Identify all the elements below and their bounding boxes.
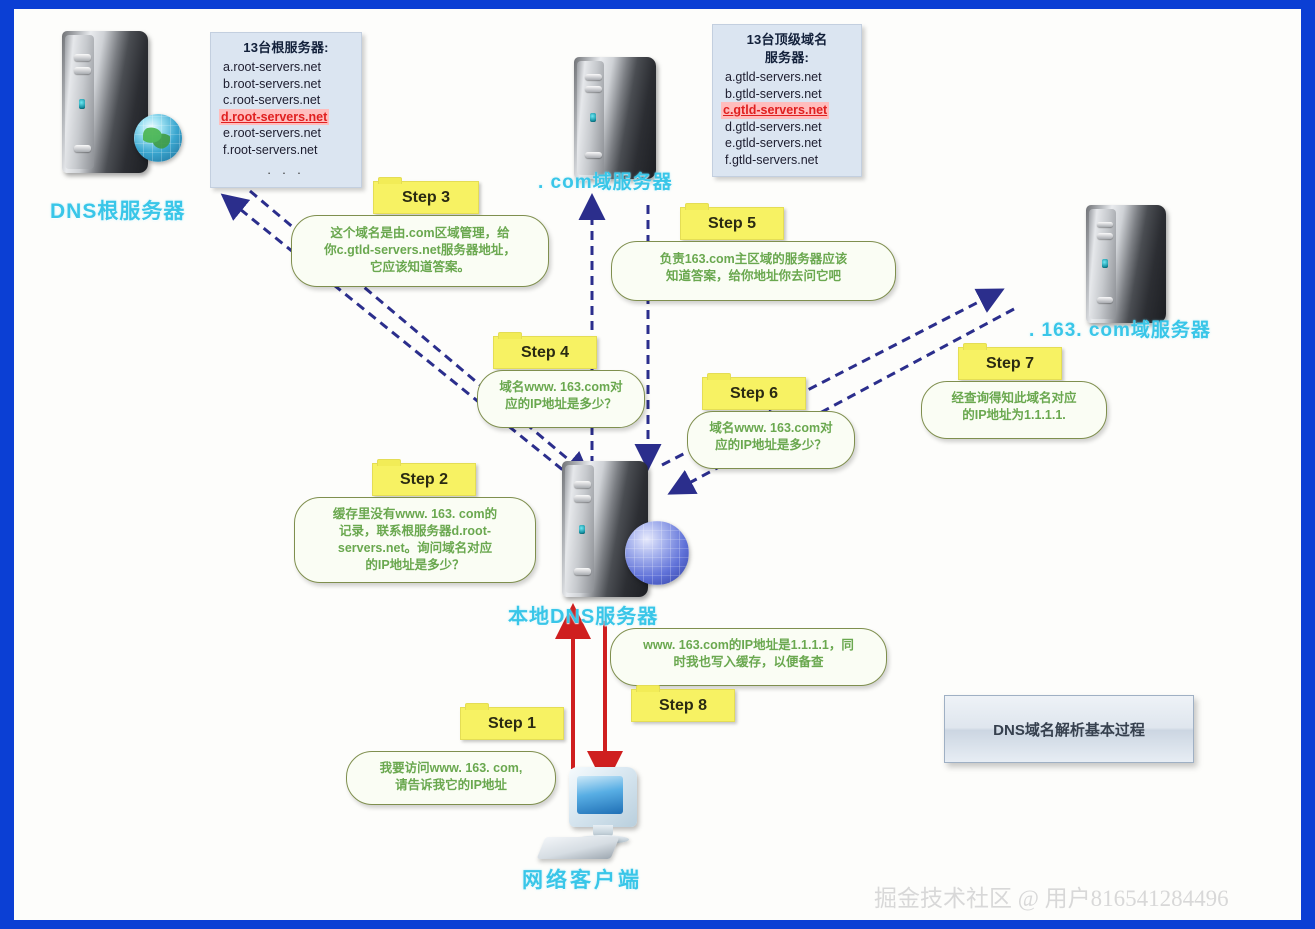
ns163-server-icon <box>1086 205 1166 323</box>
step-tab-8: Step 8 <box>631 685 735 722</box>
root-server-label: DNS根服务器 <box>50 200 186 223</box>
gtld-list-item: e.gtld-servers.net <box>725 136 822 151</box>
root-list-title: 13台根服务器: <box>243 40 329 55</box>
step-bubble-8: www. 163.com的IP地址是1.1.1.1，同 时我也写入缓存，以便备查 <box>610 628 887 686</box>
step-bubble-5: 负责163.com主区域的服务器应该 知道答案，给你地址你去问它吧 <box>611 241 896 301</box>
earth-globe-icon <box>134 114 182 162</box>
step-tab-3: Step 3 <box>373 177 479 214</box>
step-tab-4: Step 4 <box>493 332 597 369</box>
watermark: 掘金技术社区 @ 用户816541284496 <box>874 886 1229 911</box>
dns-diagram-canvas: 13台根服务器: a.root-servers.net b.root-serve… <box>14 9 1301 920</box>
gtld-server-list: 13台顶级域名 服务器: a.gtld-servers.net b.gtld-s… <box>712 24 862 178</box>
step-bubble-7: 经查询得知此域名对应 的IP地址为1.1.1.1. <box>921 381 1107 439</box>
title-box-label: DNS域名解析基本过程 <box>993 721 1145 739</box>
gtld-list-title-line1: 13台顶级域名 <box>746 32 828 47</box>
gtld-list-item-highlighted: c.gtld-servers.net <box>721 102 830 119</box>
root-list-item: a.root-servers.net <box>223 60 321 75</box>
step-tab-7: Step 7 <box>958 343 1062 380</box>
step-bubble-4: 域名www. 163.com对 应的IP地址是多少？ <box>477 370 645 428</box>
root-list-item: c.root-servers.net <box>223 93 321 108</box>
step-tab-5: Step 5 <box>680 203 784 240</box>
step-bubble-3: 这个域名是由.com区域管理，给 你c.gtld-servers.net服务器地… <box>291 215 549 287</box>
gtld-list-item: f.gtld-servers.net <box>725 152 819 167</box>
step-bubble-6: 域名www. 163.com对 应的IP地址是多少？ <box>687 411 855 469</box>
com-server-icon <box>574 57 656 179</box>
gtld-list-item: b.gtld-servers.net <box>725 86 822 101</box>
client-computer-icon <box>536 767 669 867</box>
step-tab-6: Step 6 <box>702 373 806 410</box>
root-server-icon <box>62 31 148 173</box>
ns163-server-label: . 163. com域服务器 <box>1029 320 1211 341</box>
root-list-item: f.root-servers.net <box>223 142 318 157</box>
step-bubble-2: 缓存里没有www. 163. com的 记录，联系根服务器d.root- ser… <box>294 497 536 583</box>
root-list-ellipsis: . . . <box>267 163 305 178</box>
gtld-list-item: a.gtld-servers.net <box>725 70 822 85</box>
gtld-list-item: d.gtld-servers.net <box>725 119 822 134</box>
root-list-item: e.root-servers.net <box>223 126 321 141</box>
client-label: 网络客户端 <box>522 869 642 892</box>
root-list-item-highlighted: d.root-servers.net <box>219 108 330 126</box>
root-list-item: b.root-servers.net <box>223 76 321 91</box>
step-tab-2: Step 2 <box>372 459 476 496</box>
root-server-list: 13台根服务器: a.root-servers.net b.root-serve… <box>210 32 362 188</box>
com-server-label: . com域服务器 <box>538 172 673 193</box>
title-box: DNS域名解析基本过程 <box>944 695 1194 763</box>
network-globe-icon <box>625 521 689 585</box>
local-dns-label: 本地DNS服务器 <box>508 606 659 628</box>
gtld-list-title-line2: 服务器: <box>764 50 810 66</box>
step-bubble-1: 我要访问www. 163. com, 请告诉我它的IP地址 <box>346 751 556 805</box>
step-tab-1: Step 1 <box>460 703 564 740</box>
